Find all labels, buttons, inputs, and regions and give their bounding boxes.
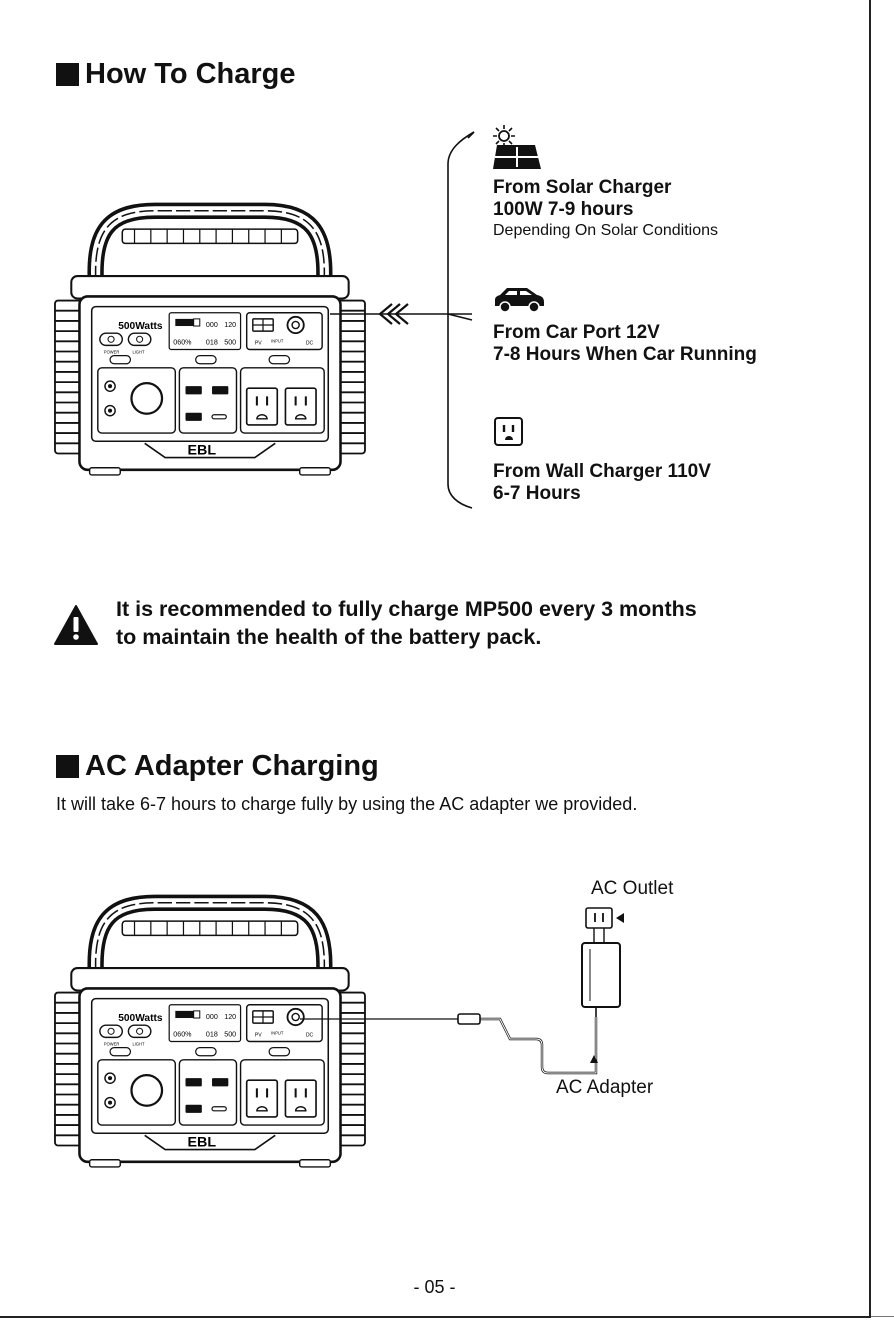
section-title-how-to-charge: How To Charge — [56, 58, 296, 91]
device-display-percent: 060% — [173, 1030, 192, 1038]
device-power-label: POWER — [104, 1042, 119, 1047]
device-dc-label: DC — [306, 340, 314, 346]
device-dc-label: DC — [306, 1032, 314, 1038]
device-display-out: 120 — [224, 1013, 236, 1021]
warning-line-2: to maintain the health of the battery pa… — [116, 625, 542, 649]
device-display-watts: 500 — [224, 1030, 236, 1038]
option-car: From Car Port 12V 7-8 Hours When Car Run… — [493, 322, 757, 366]
device-watts-label: 500Watts — [118, 321, 163, 332]
power-station-illustration: 500Watts 060% 000 018 120 500 POWER LIGH… — [48, 170, 374, 480]
bullet-square-icon — [56, 755, 79, 778]
device-input-label: INPUT — [271, 338, 284, 343]
device-brand-label: EBL — [188, 443, 217, 459]
device-power-label: POWER — [104, 350, 119, 355]
device-display-in: 000 — [206, 321, 218, 329]
warning-line-1: It is recommended to fully charge MP500 … — [116, 597, 697, 621]
warning-icon — [54, 605, 98, 645]
option-solar: From Solar Charger 100W 7-9 hours Depend… — [493, 177, 718, 241]
wall-outlet-icon — [494, 417, 523, 446]
option-solar-time: 100W 7-9 hours — [493, 199, 634, 220]
ac-adapter-cable — [300, 907, 624, 1075]
option-car-title: From Car Port 12V — [493, 322, 660, 343]
page-number: - 05 - — [413, 1277, 456, 1297]
power-station-illustration-2: 500Watts 060% 000 018 120 500 POWER LIGH… — [48, 862, 374, 1172]
ac-outlet-label: AC Outlet — [591, 878, 674, 899]
device-display-percent: 060% — [173, 338, 192, 346]
car-icon — [495, 288, 544, 313]
section-title-ac-adapter: AC Adapter Charging — [56, 750, 379, 783]
ac-adapter-label: AC Adapter — [556, 1077, 654, 1098]
option-car-time: 7-8 Hours When Car Running — [493, 344, 757, 365]
device-watts-label: 500Watts — [118, 1013, 163, 1024]
option-solar-note: Depending On Solar Conditions — [493, 222, 719, 239]
device-light-label: LIGHT — [132, 350, 144, 355]
device-brand-label: EBL — [188, 1135, 217, 1151]
page-frame-right — [869, 0, 871, 1318]
device-input-label: INPUT — [271, 1030, 284, 1035]
option-wall: From Wall Charger 110V 6-7 Hours — [493, 461, 711, 505]
device-light-label: LIGHT — [132, 1042, 144, 1047]
bullet-square-icon — [56, 63, 79, 86]
device-display-dc: 018 — [206, 1030, 218, 1038]
option-wall-title: From Wall Charger 110V — [493, 461, 711, 482]
device-pv-label: PV — [255, 1032, 262, 1038]
solar-panel-icon — [493, 125, 541, 169]
device-display-dc: 018 — [206, 338, 218, 346]
page-frame-tick — [871, 1316, 894, 1317]
option-wall-time: 6-7 Hours — [493, 483, 581, 504]
options-brace — [447, 131, 475, 509]
device-display-out: 120 — [224, 321, 236, 329]
option-solar-title: From Solar Charger — [493, 177, 672, 198]
ac-adapter-intro: It will take 6-7 hours to charge fully b… — [56, 794, 638, 814]
device-display-watts: 500 — [224, 338, 236, 346]
device-display-in: 000 — [206, 1013, 218, 1021]
warning-text: It is recommended to fully charge MP500 … — [116, 595, 697, 651]
device-pv-label: PV — [255, 340, 262, 346]
page-frame-bottom — [0, 1316, 871, 1318]
